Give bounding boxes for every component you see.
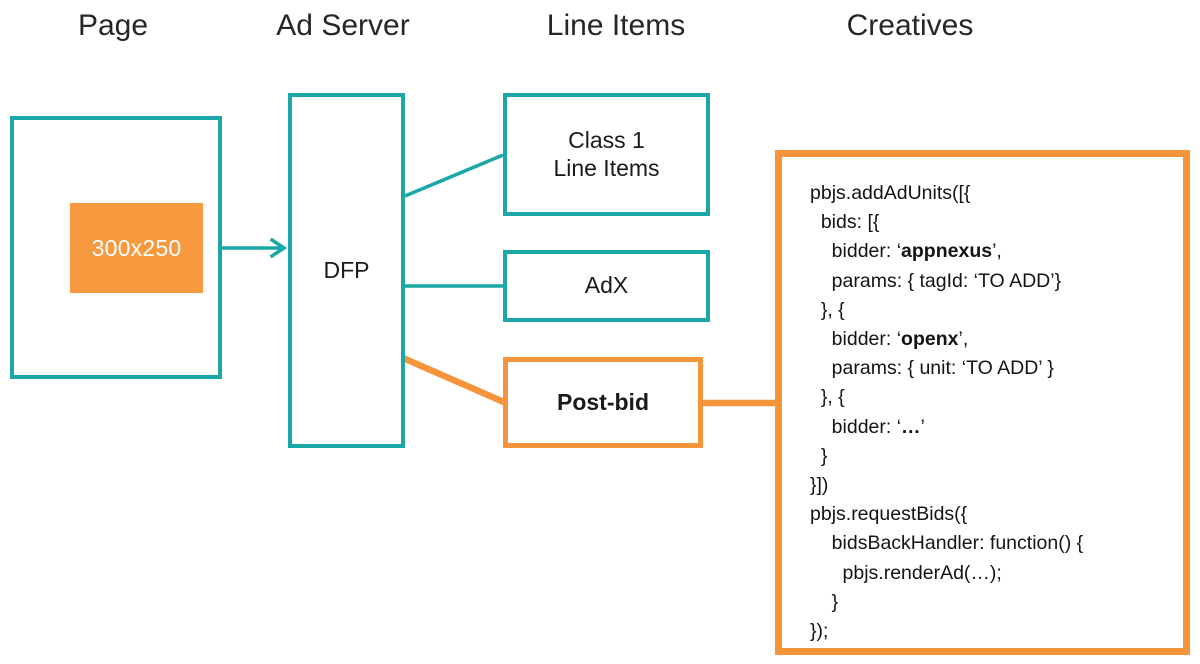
code-line: }, {	[810, 298, 845, 321]
postbid-label: Post-bid	[557, 388, 649, 415]
connector-dfp-to-postbid	[401, 355, 508, 406]
ad-slot-label: 300x250	[91, 234, 182, 261]
code-line: bidder: ‘appnexus’,	[810, 240, 1002, 263]
ad-server-dfp-box[interactable]: DFP	[288, 93, 405, 448]
code-line: }	[810, 590, 839, 613]
creative-code-panel[interactable]: pbjs.addAdUnits([{ bids: [{ bidder: ‘app…	[775, 150, 1190, 655]
ad-slot-300x250[interactable]: 300x250	[70, 203, 203, 293]
code-line: pbjs.addAdUnits([{	[810, 182, 971, 204]
adx-label: AdX	[584, 272, 629, 299]
code-line: });	[810, 620, 829, 643]
column-heading-ad-server: Ad Server	[276, 9, 410, 42]
prebid-code-snippet: pbjs.addAdUnits([{ bids: [{ bidder: ‘app…	[810, 179, 1083, 646]
code-line: }, {	[810, 386, 845, 409]
column-heading-line-items: Line Items	[546, 9, 686, 42]
dfp-label: DFP	[323, 256, 370, 283]
code-line: bidder: ‘openx’,	[810, 328, 969, 351]
code-line: params: { unit: ‘TO ADD’ }	[810, 357, 1054, 380]
line-item-adx-box[interactable]: AdX	[503, 250, 710, 322]
code-line: bidder: ‘…’	[810, 415, 925, 438]
code-line: params: { tagId: ‘TO ADD’}	[810, 269, 1062, 292]
code-line: }	[810, 444, 828, 467]
code-line: bidsBackHandler: function() {	[810, 532, 1084, 555]
connector-dfp-to-class1	[404, 153, 504, 198]
code-line: }])	[810, 474, 829, 497]
column-heading-page: Page	[77, 9, 149, 42]
line-item-postbid-box[interactable]: Post-bid	[503, 357, 703, 448]
column-heading-creatives: Creatives	[846, 9, 974, 42]
code-line: bids: [{	[810, 211, 880, 234]
code-line: pbjs.requestBids({	[810, 503, 968, 526]
code-line: pbjs.renderAd(…);	[810, 561, 1002, 584]
